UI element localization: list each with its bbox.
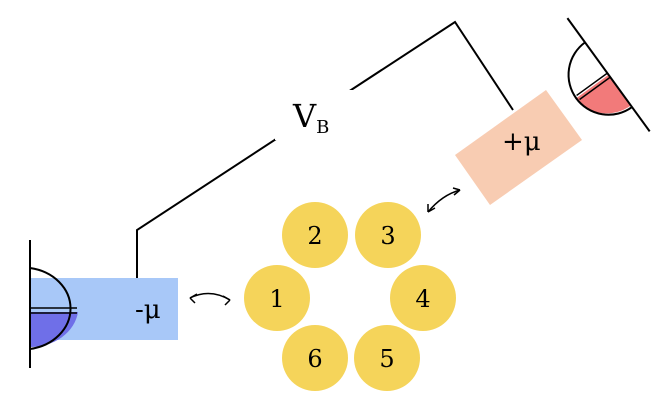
right-reservoir-outline bbox=[567, 41, 633, 116]
right-coupling-arrow bbox=[427, 187, 461, 213]
site-2-label: 2 bbox=[307, 222, 322, 250]
bias-voltage-subscript: B bbox=[316, 117, 329, 138]
site-ring: 1 2 3 4 5 6 bbox=[244, 202, 456, 391]
right-reservoir bbox=[566, 17, 651, 132]
site-2-circle bbox=[282, 202, 348, 268]
site-3-circle bbox=[355, 202, 421, 268]
site-4: 4 bbox=[390, 265, 456, 331]
right-reservoir-fill bbox=[576, 74, 631, 114]
site-1-circle bbox=[244, 265, 310, 331]
site-4-label: 4 bbox=[415, 285, 430, 313]
site-1: 1 bbox=[244, 265, 310, 331]
bias-voltage-label: VB bbox=[292, 97, 329, 138]
site-6-label: 6 bbox=[307, 345, 322, 373]
right-reservoir-wall bbox=[566, 17, 651, 132]
bias-label-bg bbox=[275, 90, 355, 140]
site-6: 6 bbox=[282, 325, 348, 391]
left-reservoir bbox=[29, 240, 78, 368]
left-lead-label: -μ bbox=[135, 295, 161, 325]
left-reservoir-fill bbox=[30, 312, 78, 348]
site-6-circle bbox=[282, 325, 348, 391]
right-lead bbox=[455, 90, 582, 205]
site-5-circle bbox=[354, 325, 420, 391]
site-3: 3 bbox=[355, 202, 421, 268]
site-1-label: 1 bbox=[269, 285, 284, 313]
right-lead-label: +μ bbox=[502, 127, 541, 157]
right-reservoir-level-line-2 bbox=[579, 76, 611, 101]
site-3-label: 3 bbox=[380, 222, 395, 250]
site-4-circle bbox=[390, 265, 456, 331]
right-reservoir-level-line-1 bbox=[576, 72, 608, 97]
site-2: 2 bbox=[282, 202, 348, 268]
left-coupling-arrow bbox=[189, 292, 231, 306]
site-5: 5 bbox=[354, 325, 420, 391]
site-5-label: 5 bbox=[379, 345, 394, 373]
bias-voltage-symbol: V bbox=[292, 97, 317, 135]
